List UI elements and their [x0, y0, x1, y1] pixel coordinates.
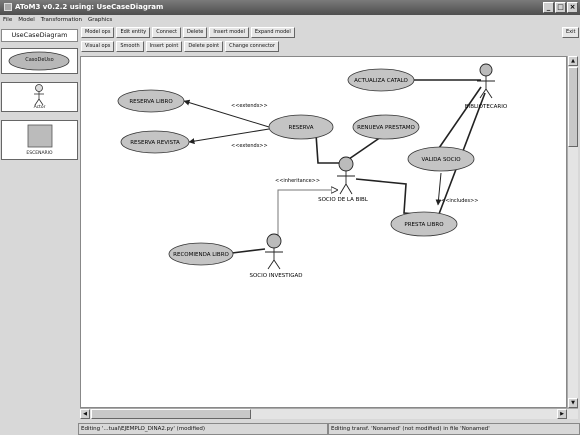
label-extends-2: <<extends>>	[231, 143, 268, 149]
delete-button[interactable]: Delete	[182, 27, 208, 38]
usecase-recomienda-libro-label: RECOMIENDA LIBRO	[173, 252, 229, 258]
edge-renueva-socio-bibl[interactable]	[348, 136, 382, 160]
edge-valida-presta[interactable]	[435, 172, 442, 206]
palette-usecase-button[interactable]: CasoDeUso	[1, 48, 78, 74]
usecase-reserva-label: RESERVA	[289, 125, 314, 131]
palette-usecase-label: CasoDeUso	[25, 57, 54, 63]
actor-socio-investigad-label: SOCIO INVESTIGAD	[249, 273, 302, 279]
expand-model-button[interactable]: Expand model	[250, 27, 295, 38]
palette-panel: UseCaseDiagram CasoDeUso Actor ESCENARIO	[0, 26, 80, 435]
model-ops-button[interactable]: Model ops	[81, 27, 115, 38]
menu-model[interactable]: Model	[18, 17, 35, 23]
usecase-presta-libro-label: PRESTA LIBRO	[404, 222, 444, 228]
palette-scenario-label: ESCENARIO	[26, 151, 53, 156]
scroll-right-icon[interactable]: ▶	[557, 409, 567, 419]
menu-file[interactable]: File	[3, 17, 13, 23]
menu-bar: File Model Transformation Graphics	[0, 15, 580, 25]
usecase-reserva-revista[interactable]: RESERVA REVISTA	[120, 130, 190, 154]
palette-scenario-button[interactable]: ESCENARIO	[1, 120, 78, 160]
title-bar: AToM3 v0.2.2 using: UseCaseDiagram _ □ ×	[0, 0, 580, 15]
actor-icon	[34, 84, 44, 106]
toolbar-model-ops: Model ops Edit entity Connect Delete Ins…	[81, 27, 295, 38]
palette-actor-label: Actor	[33, 105, 46, 110]
horizontal-scrollbar[interactable]: ◀ ▶	[80, 408, 578, 419]
maximize-icon[interactable]: □	[555, 2, 566, 13]
actor-socio-bibl-label: SOCIO DE LA BIBL	[318, 197, 369, 203]
edge-bibliotecario-valida[interactable]	[438, 86, 482, 149]
actor-bibliotecario[interactable]: BIBLIOTECARIO	[465, 63, 508, 110]
actor-socio-bibl[interactable]: SOCIO DE LA BIBL	[318, 156, 369, 203]
usecase-valida-socio[interactable]: VALIDA SOCIO	[407, 146, 475, 172]
scenario-icon	[27, 124, 53, 148]
edge-recomienda-socio-invest[interactable]	[231, 248, 266, 254]
status-right: Editing transf. 'Nonamed' (not modified)…	[328, 423, 580, 435]
window-controls: _ □ ×	[543, 2, 578, 13]
exit-button[interactable]: Exit	[562, 27, 580, 38]
status-left: Editing '...tual\EJEMPLO_DINA2.py' (modi…	[78, 423, 328, 435]
usecase-renueva-prestamo[interactable]: RENUEVA PRESTAMO	[352, 114, 420, 140]
diagram-svg: <<extends>> <<extends>> <<inheritance>> …	[117, 63, 508, 279]
edit-entity-button[interactable]: Edit entity	[116, 27, 151, 38]
usecase-reserva[interactable]: RESERVA	[268, 114, 334, 140]
vertical-scroll-thumb[interactable]	[568, 67, 578, 147]
smooth-button[interactable]: Smooth	[116, 41, 144, 52]
scroll-down-icon[interactable]: ▼	[568, 398, 578, 408]
edge-inheritance[interactable]	[277, 190, 337, 237]
label-includes: <<includes>>	[441, 198, 478, 204]
palette-actor-button[interactable]: Actor	[1, 82, 78, 112]
change-connector-button[interactable]: Change connector	[225, 41, 279, 52]
usecase-recomienda-libro[interactable]: RECOMIENDA LIBRO	[168, 242, 234, 266]
toolbar-visual-ops: Visual ops Smooth Insert point Delete po…	[81, 41, 279, 52]
label-inheritance: <<inheritance>>	[275, 178, 320, 184]
usecase-icon	[8, 51, 70, 71]
horizontal-scroll-thumb[interactable]	[91, 409, 251, 419]
visual-ops-button[interactable]: Visual ops	[81, 41, 115, 52]
usecase-renueva-prestamo-label: RENUEVA PRESTAMO	[357, 125, 415, 131]
palette-title: UseCaseDiagram	[1, 29, 78, 42]
minimize-icon[interactable]: _	[543, 2, 554, 13]
edge-reserva-reserva-revista[interactable]	[188, 128, 270, 145]
usecase-actualiza-catalo-label: ACTUALIZA CATALO	[354, 78, 408, 84]
menu-graphics[interactable]: Graphics	[88, 17, 113, 23]
insert-point-button[interactable]: Insert point	[145, 41, 183, 52]
edge-reserva-reserva-libro[interactable]	[183, 99, 270, 128]
usecase-presta-libro[interactable]: PRESTA LIBRO	[390, 211, 458, 237]
usecase-actualiza-catalo[interactable]: ACTUALIZA CATALO	[347, 68, 415, 92]
scroll-up-icon[interactable]: ▲	[568, 56, 578, 66]
vertical-scrollbar[interactable]: ▲ ▼	[567, 56, 578, 408]
insert-model-button[interactable]: Insert model	[209, 27, 249, 38]
actor-bibliotecario-label: BIBLIOTECARIO	[465, 104, 508, 110]
usecase-reserva-revista-label: RESERVA REVISTA	[130, 140, 180, 146]
usecase-reserva-libro[interactable]: RESERVA LIBRO	[117, 89, 185, 113]
actor-socio-investigad[interactable]: SOCIO INVESTIGAD	[249, 233, 303, 279]
usecase-reserva-libro-label: RESERVA LIBRO	[129, 99, 173, 105]
diagram-canvas[interactable]: <<extends>> <<extends>> <<inheritance>> …	[80, 56, 567, 408]
menu-transformation[interactable]: Transformation	[40, 17, 82, 23]
connect-button[interactable]: Connect	[152, 27, 181, 38]
edge-reserva-socio-bibl[interactable]	[315, 133, 339, 164]
delete-point-button[interactable]: Delete point	[184, 41, 224, 52]
app-icon	[4, 3, 12, 11]
label-extends-1: <<extends>>	[231, 103, 268, 109]
usecase-valida-socio-label: VALIDA SOCIO	[421, 157, 461, 163]
scroll-left-icon[interactable]: ◀	[80, 409, 90, 419]
close-icon[interactable]: ×	[567, 2, 578, 13]
window-title: AToM3 v0.2.2 using: UseCaseDiagram	[15, 3, 164, 11]
